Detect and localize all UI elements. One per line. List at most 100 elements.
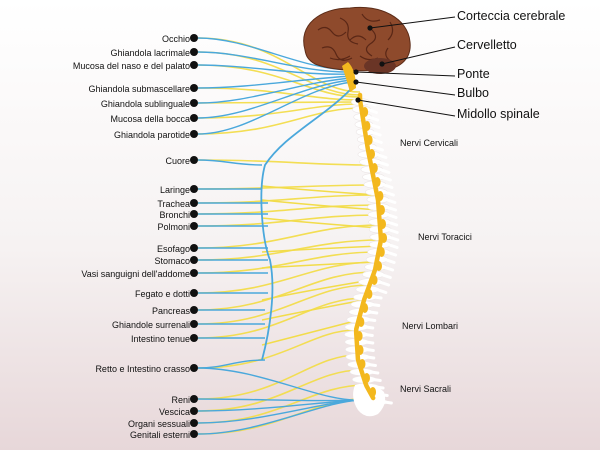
spinal-ganglion bbox=[379, 219, 386, 229]
organ-dot bbox=[190, 114, 198, 122]
vertebra-process bbox=[381, 183, 394, 189]
spinal-ganglion bbox=[371, 163, 378, 173]
spinal-ganglion bbox=[366, 289, 373, 299]
parasympathetic-nerve-line bbox=[197, 51, 353, 73]
organ-dot bbox=[190, 199, 198, 207]
organ-dot bbox=[190, 430, 198, 438]
sympathetic-nerve-line bbox=[197, 87, 361, 101]
vertebra-process bbox=[372, 145, 385, 152]
brain bbox=[303, 6, 411, 92]
organ-dot bbox=[190, 364, 198, 372]
cerebellum bbox=[364, 58, 396, 74]
sympathetic-nerve-line bbox=[197, 397, 374, 435]
vertebra-process bbox=[368, 123, 381, 129]
vertebra-process bbox=[376, 160, 389, 167]
organ-dot bbox=[190, 99, 198, 107]
organ-label-genitali-esterni: Genitali esterni bbox=[129, 430, 190, 440]
vertebra-process bbox=[382, 400, 393, 405]
organ-dot bbox=[190, 407, 198, 415]
organ-dot bbox=[190, 256, 198, 264]
parasympathetic-nerve-line bbox=[197, 398, 361, 402]
spinal-cord-line bbox=[353, 92, 384, 401]
brainstem bbox=[342, 62, 356, 92]
parasympathetic-nerve-line bbox=[197, 399, 361, 435]
label-pointer-dot bbox=[355, 97, 361, 103]
cortex-sulcus bbox=[317, 26, 347, 37]
sympathetic-nerve-line bbox=[197, 284, 370, 325]
cortex-sulcus bbox=[321, 46, 353, 61]
vertebra-process bbox=[386, 243, 399, 249]
spinal-ganglion bbox=[374, 177, 381, 187]
vertebral-column bbox=[343, 98, 400, 417]
organ-dot bbox=[190, 185, 198, 193]
cortex-sulcus bbox=[361, 13, 381, 22]
parasympathetic-nerve-line bbox=[197, 75, 353, 89]
vertebra-process bbox=[372, 295, 383, 300]
sympathetic-nerve-line bbox=[197, 354, 358, 400]
spinal-ganglion bbox=[377, 191, 384, 201]
organ-label-stomaco: Stomaco bbox=[154, 256, 190, 266]
vertebra-process bbox=[369, 370, 380, 375]
organ-label-cuore: Cuore bbox=[165, 156, 190, 166]
sympathetic-nerve-line bbox=[197, 369, 362, 412]
organ-label-polmoni: Polmoni bbox=[157, 222, 190, 232]
vertebra-process bbox=[366, 363, 377, 367]
organ-label-reni: Reni bbox=[171, 395, 190, 405]
spinal-ganglion bbox=[356, 331, 363, 341]
cerebral-cortex bbox=[303, 6, 411, 72]
organ-dot bbox=[190, 222, 198, 230]
sympathetic-branch bbox=[261, 319, 359, 346]
vertebra-process bbox=[375, 153, 388, 159]
organ-label-trachea: Trachea bbox=[157, 199, 190, 209]
organ-dot bbox=[190, 395, 198, 403]
organ-label-laringe: Laringe bbox=[159, 185, 190, 195]
spinal-ganglion bbox=[361, 303, 369, 313]
vertebra-process bbox=[378, 280, 391, 287]
sympathetic-branch bbox=[261, 299, 365, 321]
spinal-ganglion bbox=[359, 359, 366, 369]
organ-label-pancreas: Pancreas bbox=[151, 306, 190, 316]
sympathetic-branch bbox=[261, 217, 381, 229]
parasympathetic-nerve-line bbox=[197, 367, 361, 401]
vertebra-process bbox=[364, 340, 375, 345]
vertebra-process bbox=[364, 325, 375, 330]
organ-label-fegato-dotti: Fegato e dotti bbox=[134, 289, 190, 299]
organ-dot bbox=[190, 244, 198, 252]
spinal-ganglion bbox=[363, 373, 370, 383]
cortex-sulcus bbox=[365, 29, 377, 57]
parasympathetic-nerve-line bbox=[197, 159, 263, 166]
organ-dot bbox=[190, 306, 198, 314]
organ-label-esofago: Esofago bbox=[156, 244, 190, 254]
spinal-ganglion bbox=[357, 317, 365, 327]
parasympathetic-nerve-line bbox=[197, 64, 353, 75]
sympathetic-nerve-line bbox=[197, 159, 372, 166]
vertebra-process bbox=[382, 190, 395, 197]
vertebra-process bbox=[384, 198, 397, 204]
organ-dot bbox=[190, 156, 198, 164]
vertebra-process bbox=[379, 273, 392, 279]
vertebra-process bbox=[383, 258, 396, 264]
organ-dot bbox=[190, 34, 198, 42]
vertebra-process bbox=[386, 220, 399, 227]
organ-label-ghiandola-sublinguale: Ghiandola sublinguale bbox=[100, 99, 190, 109]
sympathetic-nerve-line bbox=[197, 297, 365, 339]
organ-label-organi-sessuali: Organi sessuali bbox=[127, 419, 190, 429]
label-ponte: Ponte bbox=[457, 67, 490, 81]
organ-dot bbox=[190, 210, 198, 218]
parasympathetic-nerve-line bbox=[197, 79, 353, 119]
vertebra-process bbox=[386, 228, 399, 234]
organ-dot bbox=[190, 320, 198, 328]
organ-label-mucosa-naso-palato: Mucosa del naso e del palato bbox=[72, 61, 190, 71]
organ-dot bbox=[190, 419, 198, 427]
sympathetic-nerve-line bbox=[197, 204, 379, 215]
organ-dot bbox=[190, 84, 198, 92]
vertebra-process bbox=[385, 213, 398, 219]
organ-label-vescica: Vescica bbox=[158, 407, 190, 417]
label-corteccia-cerebrale: Corteccia cerebrale bbox=[457, 9, 566, 23]
label-nervi-lombari: Nervi Lombari bbox=[402, 321, 459, 331]
vertebra-process bbox=[364, 348, 375, 352]
sympathetic-nerve-line bbox=[197, 251, 379, 274]
cortex-sulcus bbox=[387, 21, 394, 41]
sympathetic-nerve-line bbox=[197, 271, 375, 311]
